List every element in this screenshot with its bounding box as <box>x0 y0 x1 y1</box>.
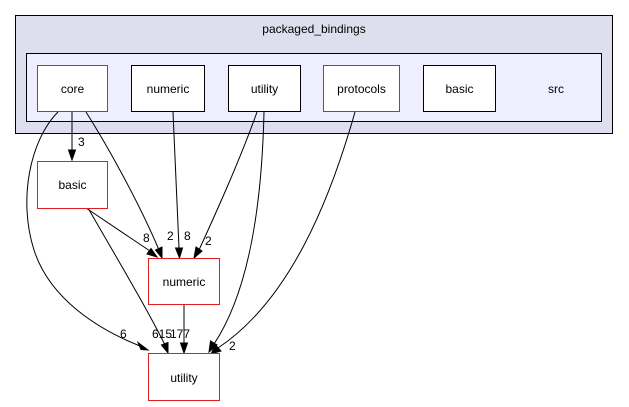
edge-protocols-utility[interactable]: 2 <box>210 111 356 355</box>
node-numeric[interactable]: numeric <box>148 258 220 305</box>
edge-utility-in-utility-line <box>213 111 265 345</box>
node-basic-box <box>37 161 108 209</box>
node-utility-in-src[interactable]: utility <box>228 65 301 112</box>
edge-numeric-in-numeric-arrowhead <box>174 247 184 260</box>
edge-core-numeric-label: 2 <box>167 229 174 243</box>
edge-protocols-utility-arrowhead <box>210 344 222 355</box>
node-core-label: core <box>61 82 85 96</box>
edge-core-numeric[interactable]: 2 <box>85 111 174 260</box>
node-basic-label: basic <box>58 178 86 192</box>
edge-basic-utility-line <box>87 207 166 346</box>
edge-basic-utility-label: 615 <box>152 327 172 341</box>
edge-numeric-in-numeric-line <box>172 111 180 249</box>
edge-numeric-in-numeric-label: 8 <box>184 229 191 243</box>
edge-utility-in-numeric-arrowhead <box>193 246 203 260</box>
edge-basic-numeric[interactable]: 8 <box>85 207 159 258</box>
node-basic[interactable]: basic <box>37 161 108 209</box>
edge-core-basic-label: 3 <box>78 135 85 149</box>
node-utility-in-src-label: utility <box>251 82 278 96</box>
edge-numeric-in-numeric[interactable]: 8 <box>172 111 191 260</box>
edge-basic-numeric-line <box>85 207 151 252</box>
edge-core-numeric-line <box>85 111 160 251</box>
edge-core-basic-arrowhead <box>67 149 77 162</box>
cluster-src-label: src <box>548 82 564 96</box>
edge-utility-in-utility[interactable] <box>208 111 265 354</box>
edge-protocols-utility-label: 2 <box>229 339 236 353</box>
node-core[interactable]: core <box>37 65 108 112</box>
edge-protocols-utility-line <box>217 111 356 349</box>
edge-core-utility-label: 6 <box>120 327 127 341</box>
edge-numeric-utility[interactable]: 177 <box>170 305 190 355</box>
node-utility[interactable]: utility <box>148 353 220 401</box>
node-core-box <box>37 65 108 112</box>
cluster-packaged-bindings-label: packaged_bindings <box>262 22 365 36</box>
node-numeric-in-src-box <box>131 65 205 112</box>
edge-utility-in-numeric-label: 2 <box>205 234 212 248</box>
node-basic-in-src-label: basic <box>445 82 473 96</box>
edge-basic-numeric-label: 8 <box>143 231 150 245</box>
cluster-src[interactable]: src <box>26 53 602 122</box>
edge-basic-utility[interactable]: 615 <box>87 207 172 355</box>
node-utility-label: utility <box>170 371 197 385</box>
node-protocols-box <box>323 65 400 112</box>
node-utility-box <box>148 353 220 401</box>
edge-core-basic[interactable]: 3 <box>67 112 86 162</box>
node-protocols[interactable]: protocols <box>323 65 400 112</box>
edge-numeric-utility-arrowhead <box>179 342 189 355</box>
edges: 3 2 6 8 2 <box>26 111 356 355</box>
node-basic-in-src-box <box>423 65 496 112</box>
edge-core-utility-line <box>26 111 141 347</box>
edge-utility-in-numeric[interactable]: 2 <box>193 111 258 260</box>
edge-utility-in-utility-arrowhead <box>208 340 218 354</box>
cluster-src-box <box>26 53 602 122</box>
node-numeric-box <box>148 258 220 305</box>
edge-numeric-utility-label: 177 <box>170 327 190 341</box>
edge-core-utility-arrowhead <box>136 340 150 351</box>
node-utility-in-src-box <box>228 65 301 112</box>
node-numeric-in-src-label: numeric <box>147 82 190 96</box>
node-numeric-label: numeric <box>163 275 206 289</box>
node-protocols-label: protocols <box>337 82 386 96</box>
node-basic-in-src[interactable]: basic <box>423 65 496 112</box>
edge-core-utility[interactable]: 6 <box>26 111 150 351</box>
edge-utility-in-numeric-line <box>198 111 258 251</box>
node-numeric-in-src[interactable]: numeric <box>131 65 205 112</box>
edge-core-numeric-arrowhead <box>154 246 163 260</box>
edge-basic-numeric-arrowhead <box>146 247 159 258</box>
edge-basic-utility-arrowhead <box>160 341 169 355</box>
